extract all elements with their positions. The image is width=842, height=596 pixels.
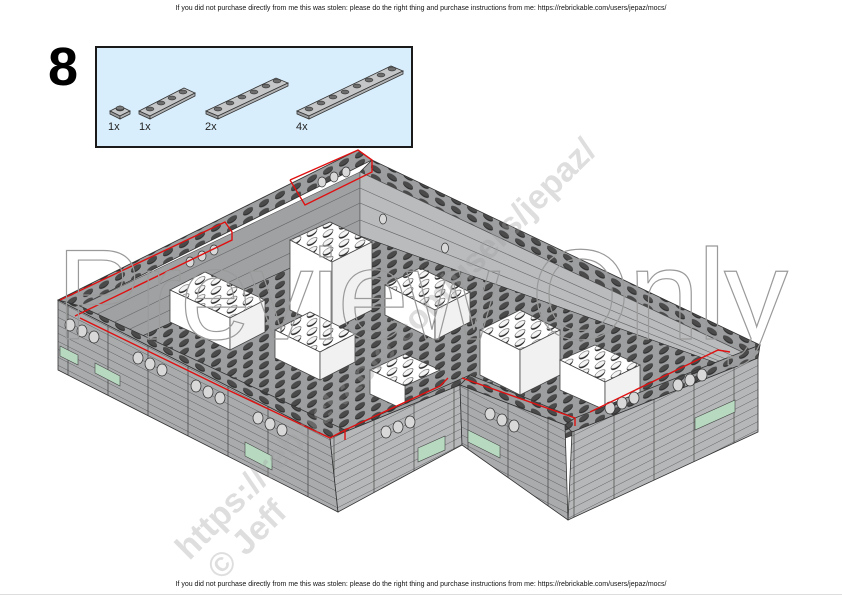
footer-divider [0, 594, 842, 595]
preview-only-watermark: Preview Only [55, 224, 788, 367]
part-quantity: 1x [108, 121, 120, 133]
plate-1x6-icon [205, 77, 289, 120]
plate-1x8-icon [296, 65, 404, 120]
bottom-copyright-notice: If you did not purchase directly from me… [175, 581, 667, 588]
plate-1x1-icon [109, 105, 131, 120]
step-number: 8 [48, 37, 78, 97]
plate-1x4-icon [138, 87, 196, 120]
part-quantity: 2x [205, 121, 217, 133]
part-quantity: 4x [296, 121, 308, 133]
parts-list-callout: 1x 1x 2x 4x [95, 46, 413, 148]
part-quantity: 1x [139, 121, 151, 133]
top-copyright-notice: If you did not purchase directly from me… [175, 5, 667, 12]
